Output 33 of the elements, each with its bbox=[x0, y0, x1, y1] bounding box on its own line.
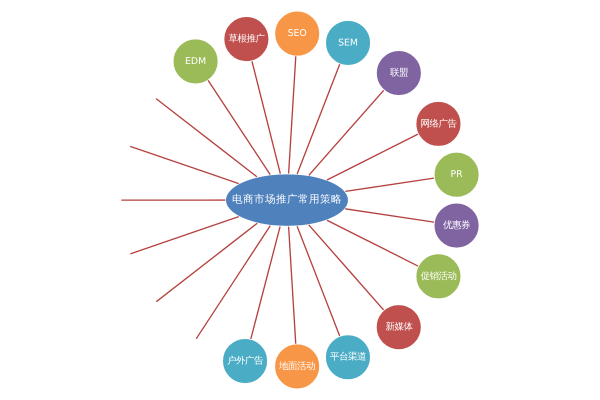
node-circle: 地面活动 bbox=[274, 343, 321, 390]
connector bbox=[288, 56, 296, 174]
connector bbox=[326, 134, 418, 181]
node-ellipse: 电商市场推广常用策略 bbox=[224, 173, 350, 228]
connector bbox=[196, 225, 271, 340]
node-circle: PR bbox=[433, 151, 480, 198]
connector bbox=[288, 226, 296, 344]
connector bbox=[345, 177, 434, 192]
node-circle: 新媒体 bbox=[375, 304, 422, 351]
connector bbox=[208, 80, 271, 176]
connector bbox=[156, 222, 258, 302]
node-circle: 联盟 bbox=[375, 50, 422, 96]
node-circle: EDM bbox=[172, 38, 219, 85]
node-circle: 户外广告 bbox=[222, 338, 268, 384]
connector bbox=[296, 64, 340, 174]
connector bbox=[326, 220, 418, 267]
node-circle: 草根推广 bbox=[223, 16, 270, 62]
connector bbox=[130, 216, 239, 254]
connector bbox=[251, 61, 281, 174]
connector bbox=[130, 146, 239, 184]
connector bbox=[121, 199, 226, 201]
node-circle: 平台渠道 bbox=[324, 334, 372, 381]
node-circle: SEO bbox=[274, 10, 321, 57]
connector bbox=[156, 98, 258, 178]
connector bbox=[250, 226, 281, 340]
connector bbox=[308, 90, 384, 176]
connector bbox=[345, 208, 434, 223]
node-circle: 促销活动 bbox=[415, 252, 462, 300]
node-circle: SEM bbox=[324, 20, 372, 66]
node-circle: 网络广告 bbox=[415, 100, 462, 148]
connector bbox=[296, 226, 340, 336]
connector bbox=[308, 224, 384, 310]
node-circle: 优惠券 bbox=[433, 202, 480, 249]
